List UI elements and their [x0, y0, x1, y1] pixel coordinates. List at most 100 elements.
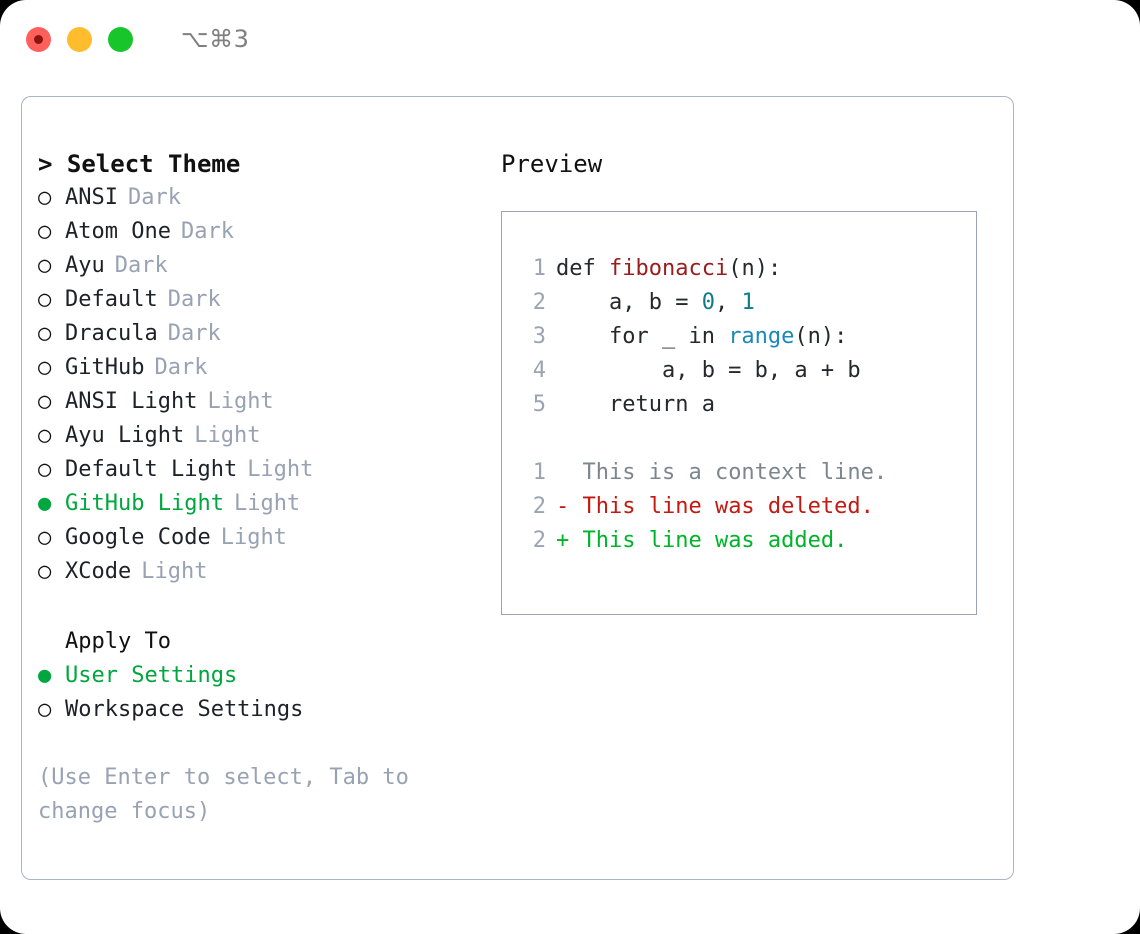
- diff-text: This line was deleted.: [569, 494, 874, 519]
- select-theme-heading: > Select Theme: [38, 150, 241, 178]
- theme-option[interactable]: ○ GitHub Dark: [38, 351, 490, 385]
- theme-variant-badge: Dark: [127, 185, 181, 210]
- apply-to-option[interactable]: ●User Settings: [38, 659, 490, 693]
- radio-selected-icon: ●: [38, 491, 52, 516]
- diff-line-number: 2: [532, 528, 546, 553]
- code-line: 1 def fibonacci(n):: [520, 252, 976, 286]
- code-token-number: 0: [701, 290, 715, 315]
- code-token-plain: for _ in: [556, 324, 729, 349]
- theme-option-label: Default Light: [65, 457, 238, 482]
- theme-option-label: Dracula: [65, 321, 158, 346]
- theme-variant-badge: Light: [220, 525, 287, 550]
- theme-variant-badge: Light: [141, 559, 208, 584]
- code-token-plain: def: [556, 256, 609, 281]
- radio-selected-icon: ●: [38, 663, 52, 688]
- maximize-button[interactable]: [108, 26, 133, 52]
- diff-text: This is a context line.: [569, 460, 888, 485]
- code-token-plain: (n):: [794, 324, 848, 349]
- theme-option[interactable]: ○ Default Dark: [38, 283, 490, 317]
- theme-option[interactable]: ● GitHub Light Light: [38, 487, 490, 521]
- code-token-plain: (n):: [728, 256, 782, 281]
- code-token-function: fibonacci: [608, 256, 729, 281]
- list-spacer: [38, 589, 490, 625]
- diff-sample: 1 This is a context line.2- This line wa…: [520, 456, 976, 558]
- title-bar: ⌥⌘3: [0, 0, 1140, 78]
- code-token-plain: return a: [556, 392, 715, 417]
- code-token-builtin: range: [728, 324, 795, 349]
- theme-option-label: Default: [65, 287, 158, 312]
- code-line: 4 a, b = b, a + b: [520, 354, 976, 388]
- theme-option-label: GitHub: [65, 355, 145, 380]
- code-token-plain: a, b = b, a + b: [556, 358, 861, 383]
- apply-to-option-label: Workspace Settings: [65, 697, 304, 722]
- radio-unselected-icon: ○: [38, 697, 52, 722]
- apply-to-list[interactable]: ●User Settings ○ Workspace Settings: [38, 659, 490, 727]
- diff-line-number: 2: [532, 494, 546, 519]
- theme-variant-badge: Dark: [154, 355, 208, 380]
- theme-variant-badge: Light: [247, 457, 314, 482]
- code-line: 2 a, b = 0, 1: [520, 286, 976, 320]
- code-token-plain: ,: [714, 290, 742, 315]
- theme-variant-badge: Dark: [114, 253, 168, 278]
- radio-unselected-icon: ○: [38, 185, 52, 210]
- theme-option-label: ANSI Light: [65, 389, 198, 414]
- apply-to-option[interactable]: ○ Workspace Settings: [38, 693, 490, 727]
- radio-unselected-icon: ○: [38, 525, 52, 550]
- code-line-number: 3: [532, 324, 546, 349]
- radio-unselected-icon: ○: [38, 321, 52, 346]
- code-diff-separator: [520, 422, 976, 456]
- theme-option[interactable]: ○ Dracula Dark: [38, 317, 490, 351]
- close-button[interactable]: [26, 26, 51, 52]
- theme-variant-badge: Light: [233, 491, 301, 516]
- code-line-number: 4: [532, 358, 546, 383]
- theme-option[interactable]: ○ Google Code Light: [38, 521, 490, 555]
- theme-variant-badge: Light: [194, 423, 261, 448]
- theme-variant-badge: Dark: [167, 321, 221, 346]
- radio-unselected-icon: ○: [38, 253, 52, 278]
- theme-option-label: GitHub Light: [65, 491, 224, 516]
- theme-option[interactable]: ○ XCode Light: [38, 555, 490, 589]
- radio-unselected-icon: ○: [38, 355, 52, 380]
- radio-unselected-icon: ○: [38, 423, 52, 448]
- preview-heading: Preview: [501, 150, 603, 178]
- code-line: 3 for _ in range(n):: [520, 320, 976, 354]
- theme-option-label: Google Code: [65, 525, 211, 550]
- diff-sign: [556, 456, 569, 490]
- radio-unselected-icon: ○: [38, 287, 52, 312]
- minimize-button[interactable]: [67, 26, 92, 52]
- theme-option-label: XCode: [65, 559, 132, 584]
- theme-option[interactable]: ○ Default Light Light: [38, 453, 490, 487]
- radio-unselected-icon: ○: [38, 389, 52, 414]
- keyboard-shortcut-label: ⌥⌘3: [181, 25, 250, 53]
- keyboard-hint: (Use Enter to select, Tab to change focu…: [38, 765, 423, 824]
- theme-variant-badge: Dark: [180, 219, 234, 244]
- diff-line-added: 2+ This line was added.: [520, 524, 976, 558]
- theme-option[interactable]: ○ Ayu Light Light: [38, 419, 490, 453]
- diff-line-context: 1 This is a context line.: [520, 456, 976, 490]
- theme-option-label: Ayu Light: [65, 423, 185, 448]
- theme-option-label: Ayu: [65, 253, 105, 278]
- theme-variant-badge: Dark: [167, 287, 221, 312]
- code-line: 5 return a: [520, 388, 976, 422]
- apply-to-heading: Apply To: [65, 629, 171, 654]
- traffic-lights: [26, 26, 133, 52]
- radio-unselected-icon: ○: [38, 559, 52, 584]
- code-line-number: 5: [532, 392, 546, 417]
- code-line-number: 1: [532, 256, 546, 281]
- radio-unselected-icon: ○: [38, 457, 52, 482]
- code-token-plain: a, b =: [556, 290, 702, 315]
- theme-option-label: Atom One: [65, 219, 171, 244]
- diff-line-number: 1: [532, 460, 546, 485]
- code-line-number: 2: [532, 290, 546, 315]
- theme-option[interactable]: ○ Ayu Dark: [38, 249, 490, 283]
